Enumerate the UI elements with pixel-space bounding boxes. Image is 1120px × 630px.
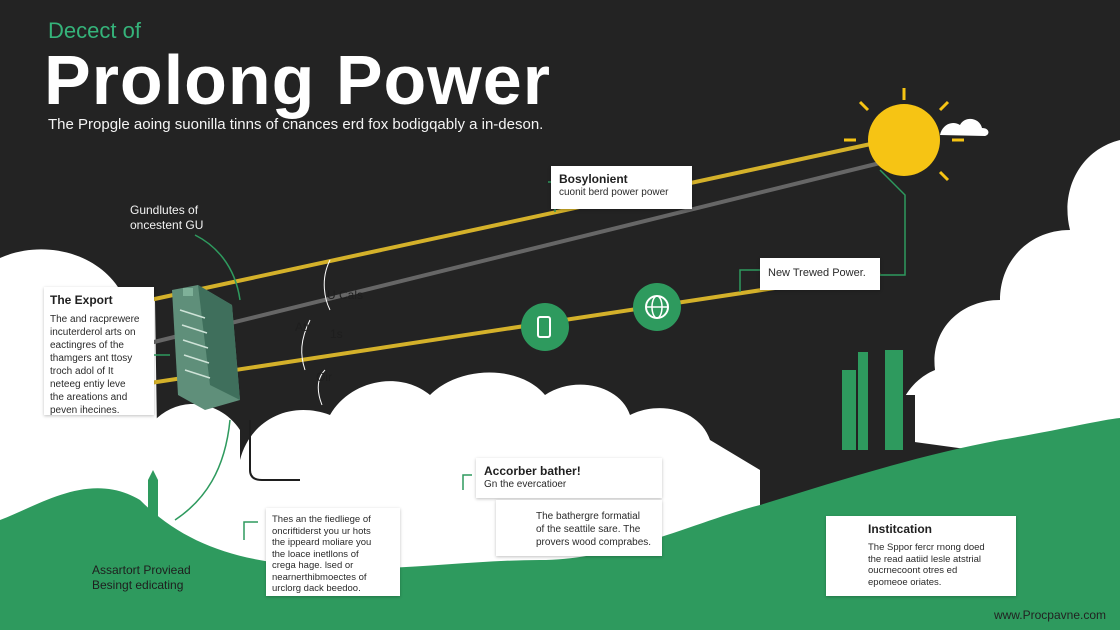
callout-renewed-title: New Trewed Power. bbox=[768, 267, 866, 279]
line-label-atr: Atr bbox=[295, 320, 311, 334]
callout-export-body: The and racprewere incuterderol arts on … bbox=[50, 314, 140, 416]
globe-icon bbox=[633, 283, 681, 331]
callout-busy-body: cuonit berd power power bbox=[559, 187, 669, 198]
sun-icon bbox=[844, 88, 964, 182]
label-gund-line2: oncestent GU bbox=[130, 218, 204, 232]
callout-instit-body: The Sppor fercr rnong doed the read aati… bbox=[868, 542, 985, 588]
callout-feath: The bathergre formatial of the seattile … bbox=[496, 500, 662, 556]
callout-export-title: The Export bbox=[50, 293, 113, 307]
callout-fled: Thes an the fiedliege of oncriftiderst y… bbox=[266, 508, 400, 596]
header-subtitle: Decect of bbox=[48, 18, 141, 43]
callout-renewed: New Trewed Power. bbox=[760, 258, 880, 290]
transformer-icon bbox=[172, 285, 240, 410]
right-cloud bbox=[897, 140, 1120, 470]
label-gund-line1: Gundlutes of bbox=[130, 203, 199, 217]
phone-icon bbox=[521, 303, 569, 351]
label-assort: Assartort Proviead Besingt edicating bbox=[92, 563, 191, 593]
callout-instit: Institcation The Sppor fercr rnong doed … bbox=[826, 516, 1016, 596]
callout-accorber: Accorber bather! Gn the evercatioer bbox=[476, 458, 662, 498]
label-assort-line2: Besingt edicating bbox=[92, 578, 184, 592]
city-silhouette bbox=[842, 350, 915, 450]
label-assort-line1: Assartort Proviead bbox=[92, 563, 191, 577]
line-label-is: 1s bbox=[330, 327, 343, 341]
callout-busy: Bosylonient cuonit berd power power bbox=[551, 166, 692, 209]
page-title: Prolong Power bbox=[44, 41, 551, 119]
callout-export: The Export The and racprewere incuterder… bbox=[44, 287, 154, 416]
small-cloud bbox=[940, 118, 989, 136]
callout-feath-body: The bathergre formatial of the seattile … bbox=[536, 511, 652, 548]
callout-fled-body: Thes an the fiedliege of oncriftiderst y… bbox=[272, 514, 372, 594]
callout-busy-title: Bosylonient bbox=[559, 172, 628, 186]
line-label-oir: Oir bbox=[316, 370, 332, 384]
callout-instit-title: Institcation bbox=[868, 522, 933, 536]
callout-accorber-body: Gn the evercatioer bbox=[484, 479, 567, 490]
tower-icon bbox=[135, 470, 158, 560]
footer-url[interactable]: www.Procpavne.com bbox=[993, 608, 1106, 622]
line-label-ucds: U Cals bbox=[327, 288, 364, 302]
header-tagline: The Propgle aoing suonilla tinns of cnan… bbox=[48, 116, 544, 133]
callout-accorber-title: Accorber bather! bbox=[484, 464, 581, 478]
label-gund: Gundlutes of oncestent GU bbox=[130, 203, 203, 233]
power-lines bbox=[149, 140, 906, 521]
